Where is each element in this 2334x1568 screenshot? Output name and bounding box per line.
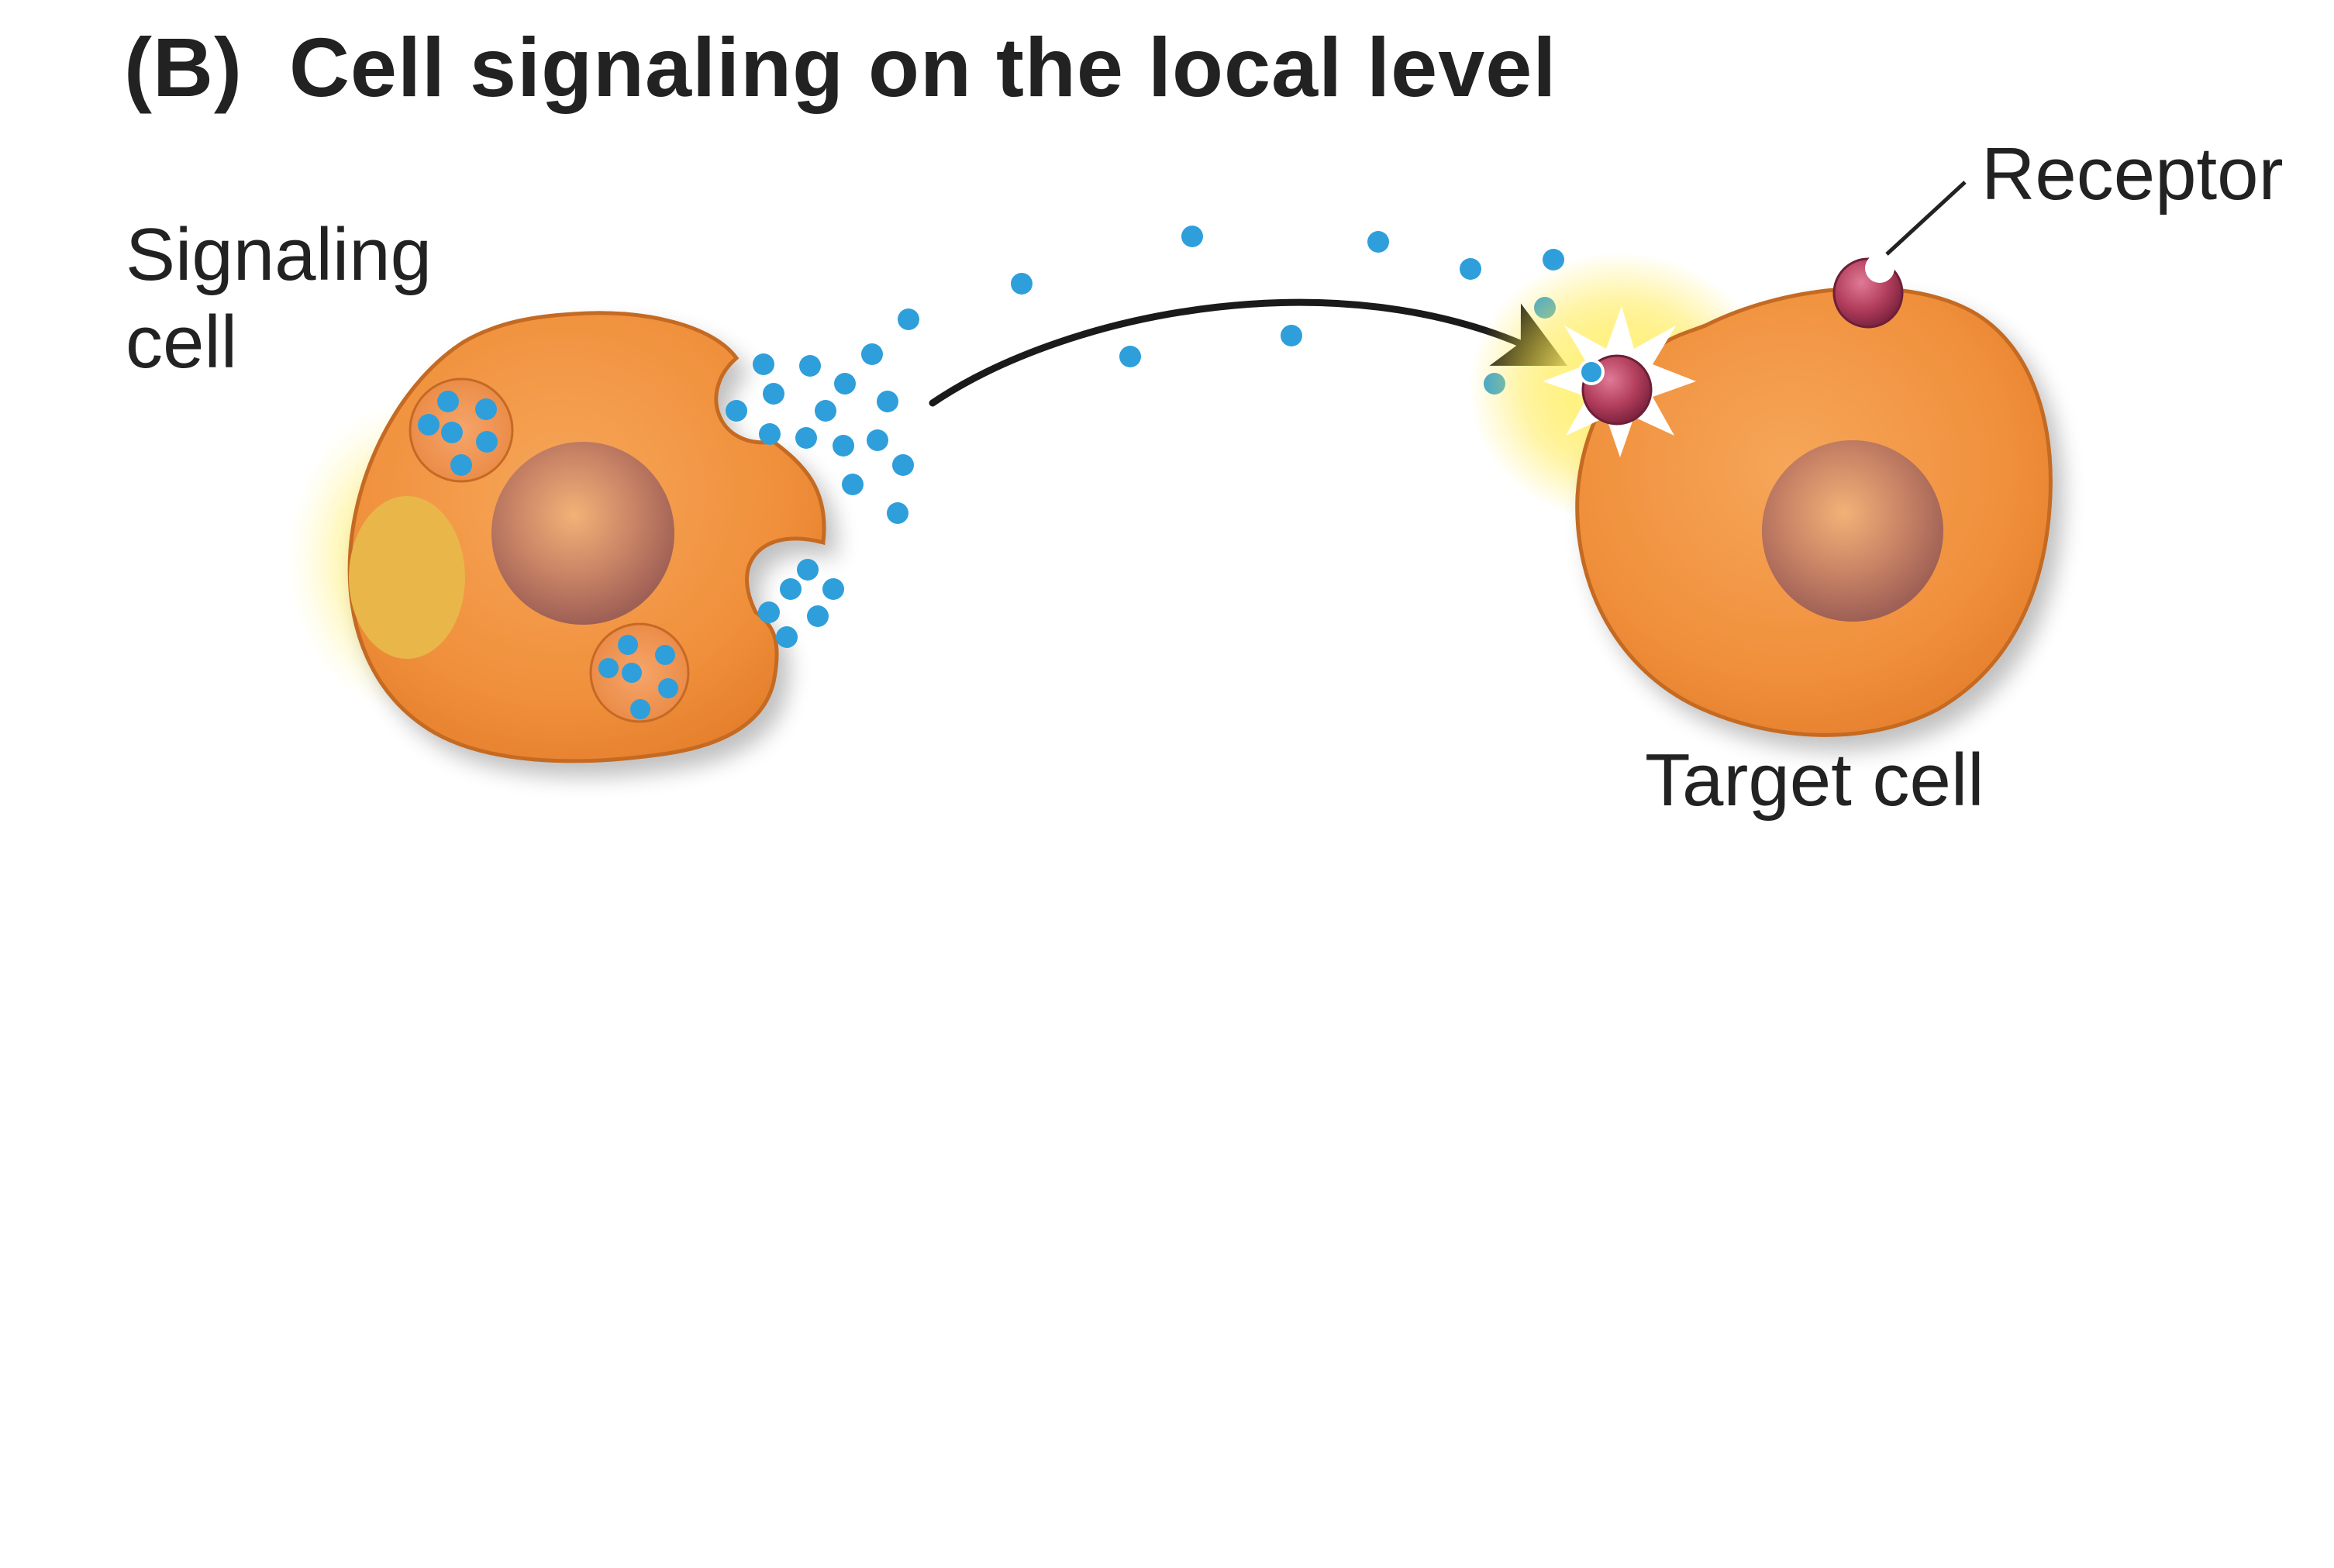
- receptor-leader-line: [1885, 181, 1967, 256]
- signal-molecule: [1367, 231, 1389, 253]
- target-cell-nucleus: [1762, 440, 1943, 622]
- signal-molecule: [776, 626, 798, 648]
- signal-molecule: [598, 658, 619, 678]
- signal-molecule: [877, 391, 898, 412]
- signal-molecule: [797, 559, 819, 581]
- unbound-receptor: [1832, 253, 1904, 329]
- signal-molecule: [1119, 346, 1141, 367]
- secretory-vesicle-lower: [589, 622, 690, 723]
- bound-signal-molecule: [1578, 359, 1605, 385]
- signal-molecule: [622, 663, 642, 683]
- target-cell-label: Target cell: [1645, 739, 1984, 822]
- signal-molecule: [892, 454, 914, 476]
- signal-molecule: [1181, 226, 1203, 247]
- signal-molecule: [753, 353, 774, 375]
- signal-molecule: [418, 414, 440, 436]
- signal-molecule: [822, 578, 844, 600]
- signal-molecule: [1281, 325, 1302, 346]
- signal-molecule: [898, 308, 919, 330]
- signal-molecule: [437, 391, 459, 412]
- secretory-vesicle-upper: [409, 377, 514, 483]
- signal-molecule: [1460, 258, 1481, 280]
- signal-molecule: [726, 400, 747, 422]
- signal-molecule: [476, 431, 498, 453]
- signaling-cell-label-line2: cell: [126, 301, 238, 384]
- signal-molecule: [450, 454, 472, 476]
- signal-molecule: [475, 398, 497, 420]
- receptor-binding-site: [1865, 253, 1894, 283]
- diffusion-arrow: [929, 298, 1568, 407]
- signal-molecule: [780, 578, 802, 600]
- signaling-cell: [287, 311, 826, 763]
- signal-molecule: [759, 423, 781, 445]
- receptor-label: Receptor: [1981, 133, 2284, 215]
- signal-molecule: [867, 429, 888, 451]
- bound-receptor: [1543, 306, 1696, 457]
- signal-molecule: [1011, 273, 1033, 295]
- signal-molecule: [630, 699, 650, 719]
- panel-title: (B) Cell signaling on the local level: [124, 17, 1557, 118]
- signal-molecule: [658, 678, 678, 698]
- panel-title-text: Cell signaling on the local level: [288, 20, 1557, 114]
- signal-molecule: [795, 427, 817, 449]
- target-cell: [1469, 181, 2053, 737]
- panel-letter: (B): [124, 20, 243, 114]
- signal-molecule: [833, 435, 854, 457]
- signal-molecule: [861, 343, 883, 365]
- signal-molecule: [655, 645, 675, 665]
- signal-molecule: [618, 635, 638, 655]
- signal-molecule: [834, 373, 856, 395]
- signal-molecule: [441, 422, 463, 443]
- signal-molecule: [763, 383, 784, 405]
- signal-molecule: [758, 601, 780, 623]
- signal-molecule: [807, 605, 829, 627]
- released-signal-molecules: [726, 226, 1564, 648]
- signal-molecule: [842, 474, 864, 495]
- signaling-cell-highlight-patch: [349, 496, 465, 659]
- signaling-cell-label-line1: Signaling: [126, 213, 432, 296]
- signal-molecule: [815, 400, 836, 422]
- signaling-cell-nucleus: [491, 442, 674, 625]
- signal-molecule: [799, 355, 821, 377]
- signal-molecule: [887, 502, 908, 524]
